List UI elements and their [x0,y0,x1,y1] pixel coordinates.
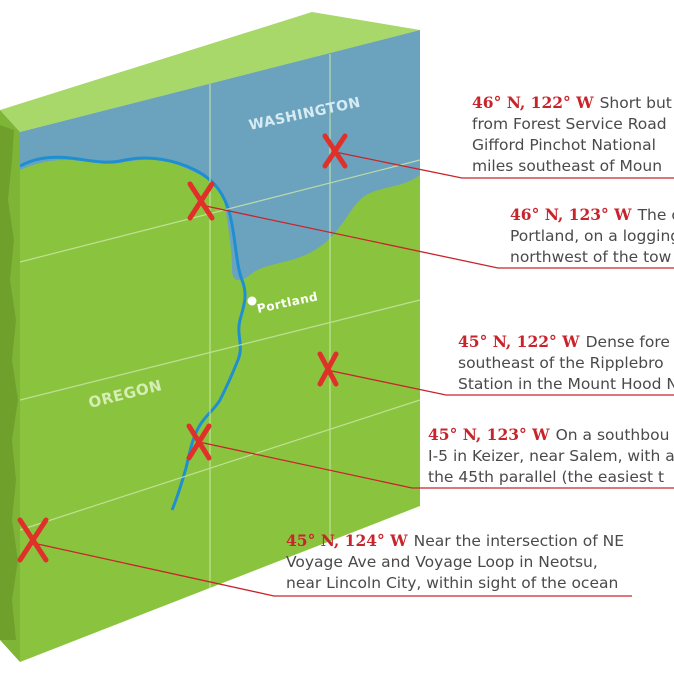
marker-45n124w [17,517,49,563]
washington-area [20,30,420,281]
portland-marker [247,296,257,306]
marker-46n122w [322,133,348,169]
coastline [0,125,18,640]
coord-label: 45° N, 124° W [286,531,408,550]
coord-label: 45° N, 122° W [458,332,580,351]
location-markers [17,133,348,563]
leader-lines [32,151,674,597]
coord-label: 46° N, 123° W [510,205,632,224]
marker-45n123w [186,423,212,461]
columbia-river [20,155,247,511]
marker-46n123w [187,181,215,221]
coord-label: 46° N, 122° W [472,93,594,112]
block-top-face [0,12,420,132]
coord-label: 45° N, 123° W [428,425,550,444]
marker-45n122w [317,351,339,387]
graticule [20,54,420,588]
